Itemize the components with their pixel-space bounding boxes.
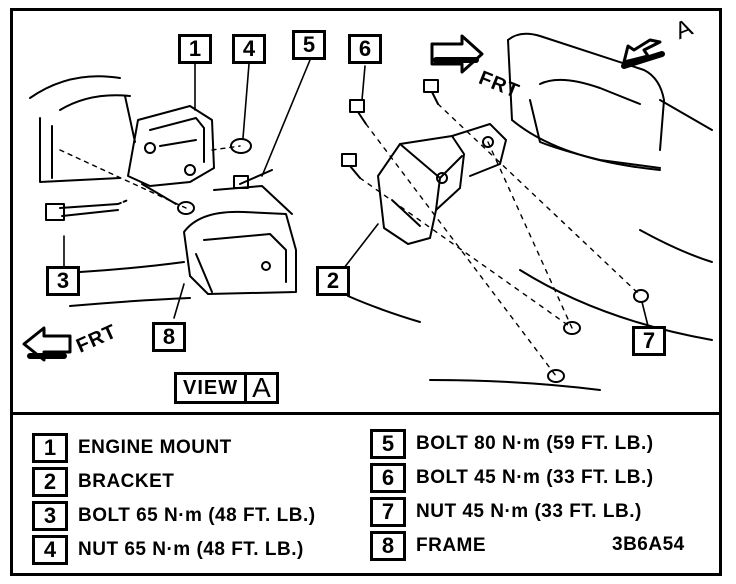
legend-number: 7	[370, 497, 406, 527]
legend-number: 1	[32, 433, 68, 463]
legend-number: 3	[32, 501, 68, 531]
legend-item-6: 6 BOLT 45 N·m (33 FT. LB.)	[370, 462, 654, 494]
legend-item-4: 4 NUT 65 N·m (48 FT. LB.)	[32, 534, 304, 566]
legend-text: FRAME	[416, 535, 487, 556]
leader-lines-left	[63, 59, 311, 319]
legend-number: 5	[370, 429, 406, 459]
legend-text: NUT 45 N·m (33 FT. LB.)	[416, 501, 642, 522]
legend-text: NUT 65 N·m (48 FT. LB.)	[78, 539, 304, 560]
callout-5: 5	[292, 30, 326, 60]
legend-number: 2	[32, 467, 68, 497]
figure-code: 3B6A54	[612, 534, 685, 555]
callout-4: 4	[232, 34, 266, 64]
callout-3: 3	[46, 266, 80, 296]
legend-text: BOLT 80 N·m (59 FT. LB.)	[416, 433, 654, 454]
view-a-frame-rail	[347, 32, 713, 391]
view-a-arrow	[621, 38, 665, 69]
bolt-6-shape	[341, 79, 439, 179]
legend-text: BRACKET	[78, 471, 175, 492]
engine-mount-shape	[127, 105, 215, 205]
callout-7: 7	[632, 326, 666, 356]
legend-item-2: 2 BRACKET	[32, 466, 174, 498]
nut-7-shape	[547, 289, 649, 383]
callout-8: 8	[152, 322, 186, 352]
legend-number: 4	[32, 535, 68, 565]
legend-text: ENGINE MOUNT	[78, 437, 232, 458]
bracket-2-shape	[377, 123, 507, 245]
callout-1: 1	[178, 34, 212, 64]
legend-item-8: 8 FRAME	[370, 530, 486, 562]
view-word: VIEW	[183, 376, 239, 399]
frt-arrow-left-bottom	[22, 326, 72, 362]
callout-6: 6	[348, 34, 382, 64]
bolt-5-shape	[233, 169, 273, 189]
view-letter: A	[244, 372, 276, 403]
legend-item-5: 5 BOLT 80 N·m (59 FT. LB.)	[370, 428, 654, 460]
engine-block-outline	[29, 75, 136, 183]
bolt-3-shape	[45, 199, 129, 221]
diagram-frame	[10, 8, 722, 576]
view-a-label: VIEW A	[174, 372, 279, 404]
callout-2: 2	[316, 266, 350, 296]
legend-number: 8	[370, 531, 406, 561]
nut-4-shape	[230, 138, 252, 154]
legend-item-3: 3 BOLT 65 N·m (48 FT. LB.)	[32, 500, 316, 532]
legend-text: BOLT 45 N·m (33 FT. LB.)	[416, 467, 654, 488]
legend-divider	[10, 412, 722, 415]
legend-text: BOLT 65 N·m (48 FT. LB.)	[78, 505, 316, 526]
frt-arrow-right-top	[430, 34, 484, 74]
legend-item-1: 1 ENGINE MOUNT	[32, 432, 232, 464]
legend-item-7: 7 NUT 45 N·m (33 FT. LB.)	[370, 496, 642, 528]
legend-number: 6	[370, 463, 406, 493]
